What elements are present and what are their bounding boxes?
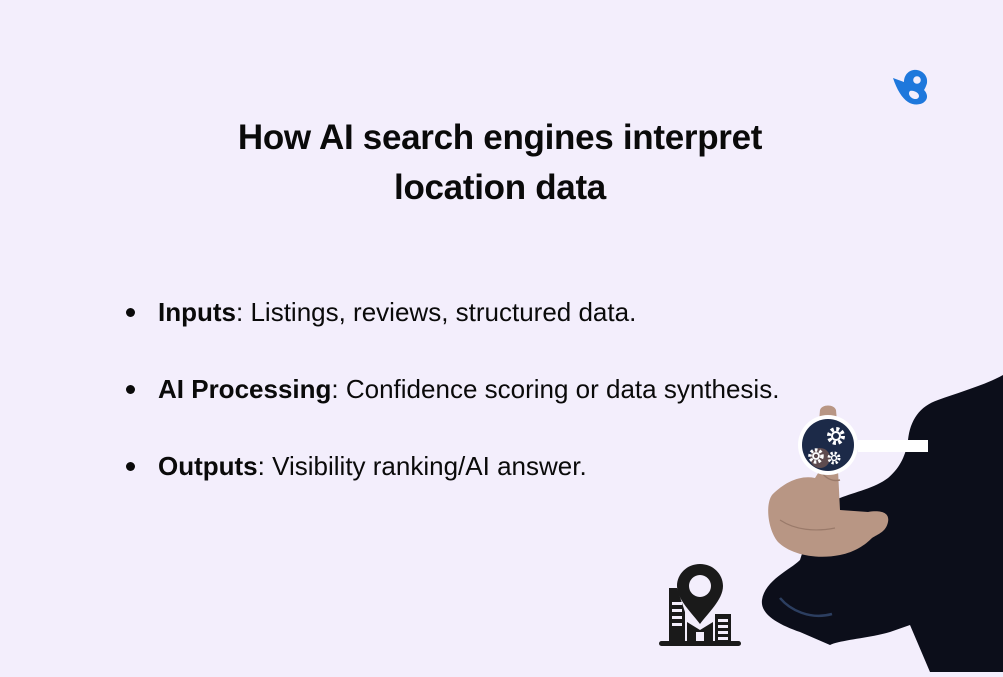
bullet-outputs: Outputs: Visibility ranking/AI answer. [122,446,779,486]
bullet-text: Listings, reviews, structured data. [243,297,637,327]
city-location-pin-icon [659,564,741,646]
bullet-inputs: Inputs: Listings, reviews, structured da… [122,292,779,332]
bullet-dot-icon [126,385,135,394]
bird-logo-icon [893,69,928,105]
bullet-dot-icon [126,308,135,317]
title-line-1: How AI search engines interpret [237,118,763,157]
page-title: How AI search engines interpret location… [150,113,850,213]
bullet-separator: : [331,374,339,404]
bullet-list: Inputs: Listings, reviews, structured da… [122,292,779,523]
bullet-text: Confidence scoring or data synthesis. [338,374,780,404]
gears-icon [808,427,845,465]
bullet-text: Visibility ranking/AI answer. [264,451,587,481]
businessman-pointing-illustration [760,370,1003,672]
title-line-2: location data [394,168,606,207]
bullet-term: Inputs [158,297,236,327]
bullet-separator: : [257,451,265,481]
bullet-separator: : [236,297,244,327]
bullet-dot-icon [126,462,135,471]
bullet-term: Outputs [158,451,258,481]
bullet-ai-processing: AI Processing: Confidence scoring or dat… [122,369,779,409]
bullet-term: AI Processing [158,374,332,404]
businessman-pointing-hand-image [761,375,1003,672]
brand-logo [890,68,932,106]
city-location-pin [655,562,745,648]
